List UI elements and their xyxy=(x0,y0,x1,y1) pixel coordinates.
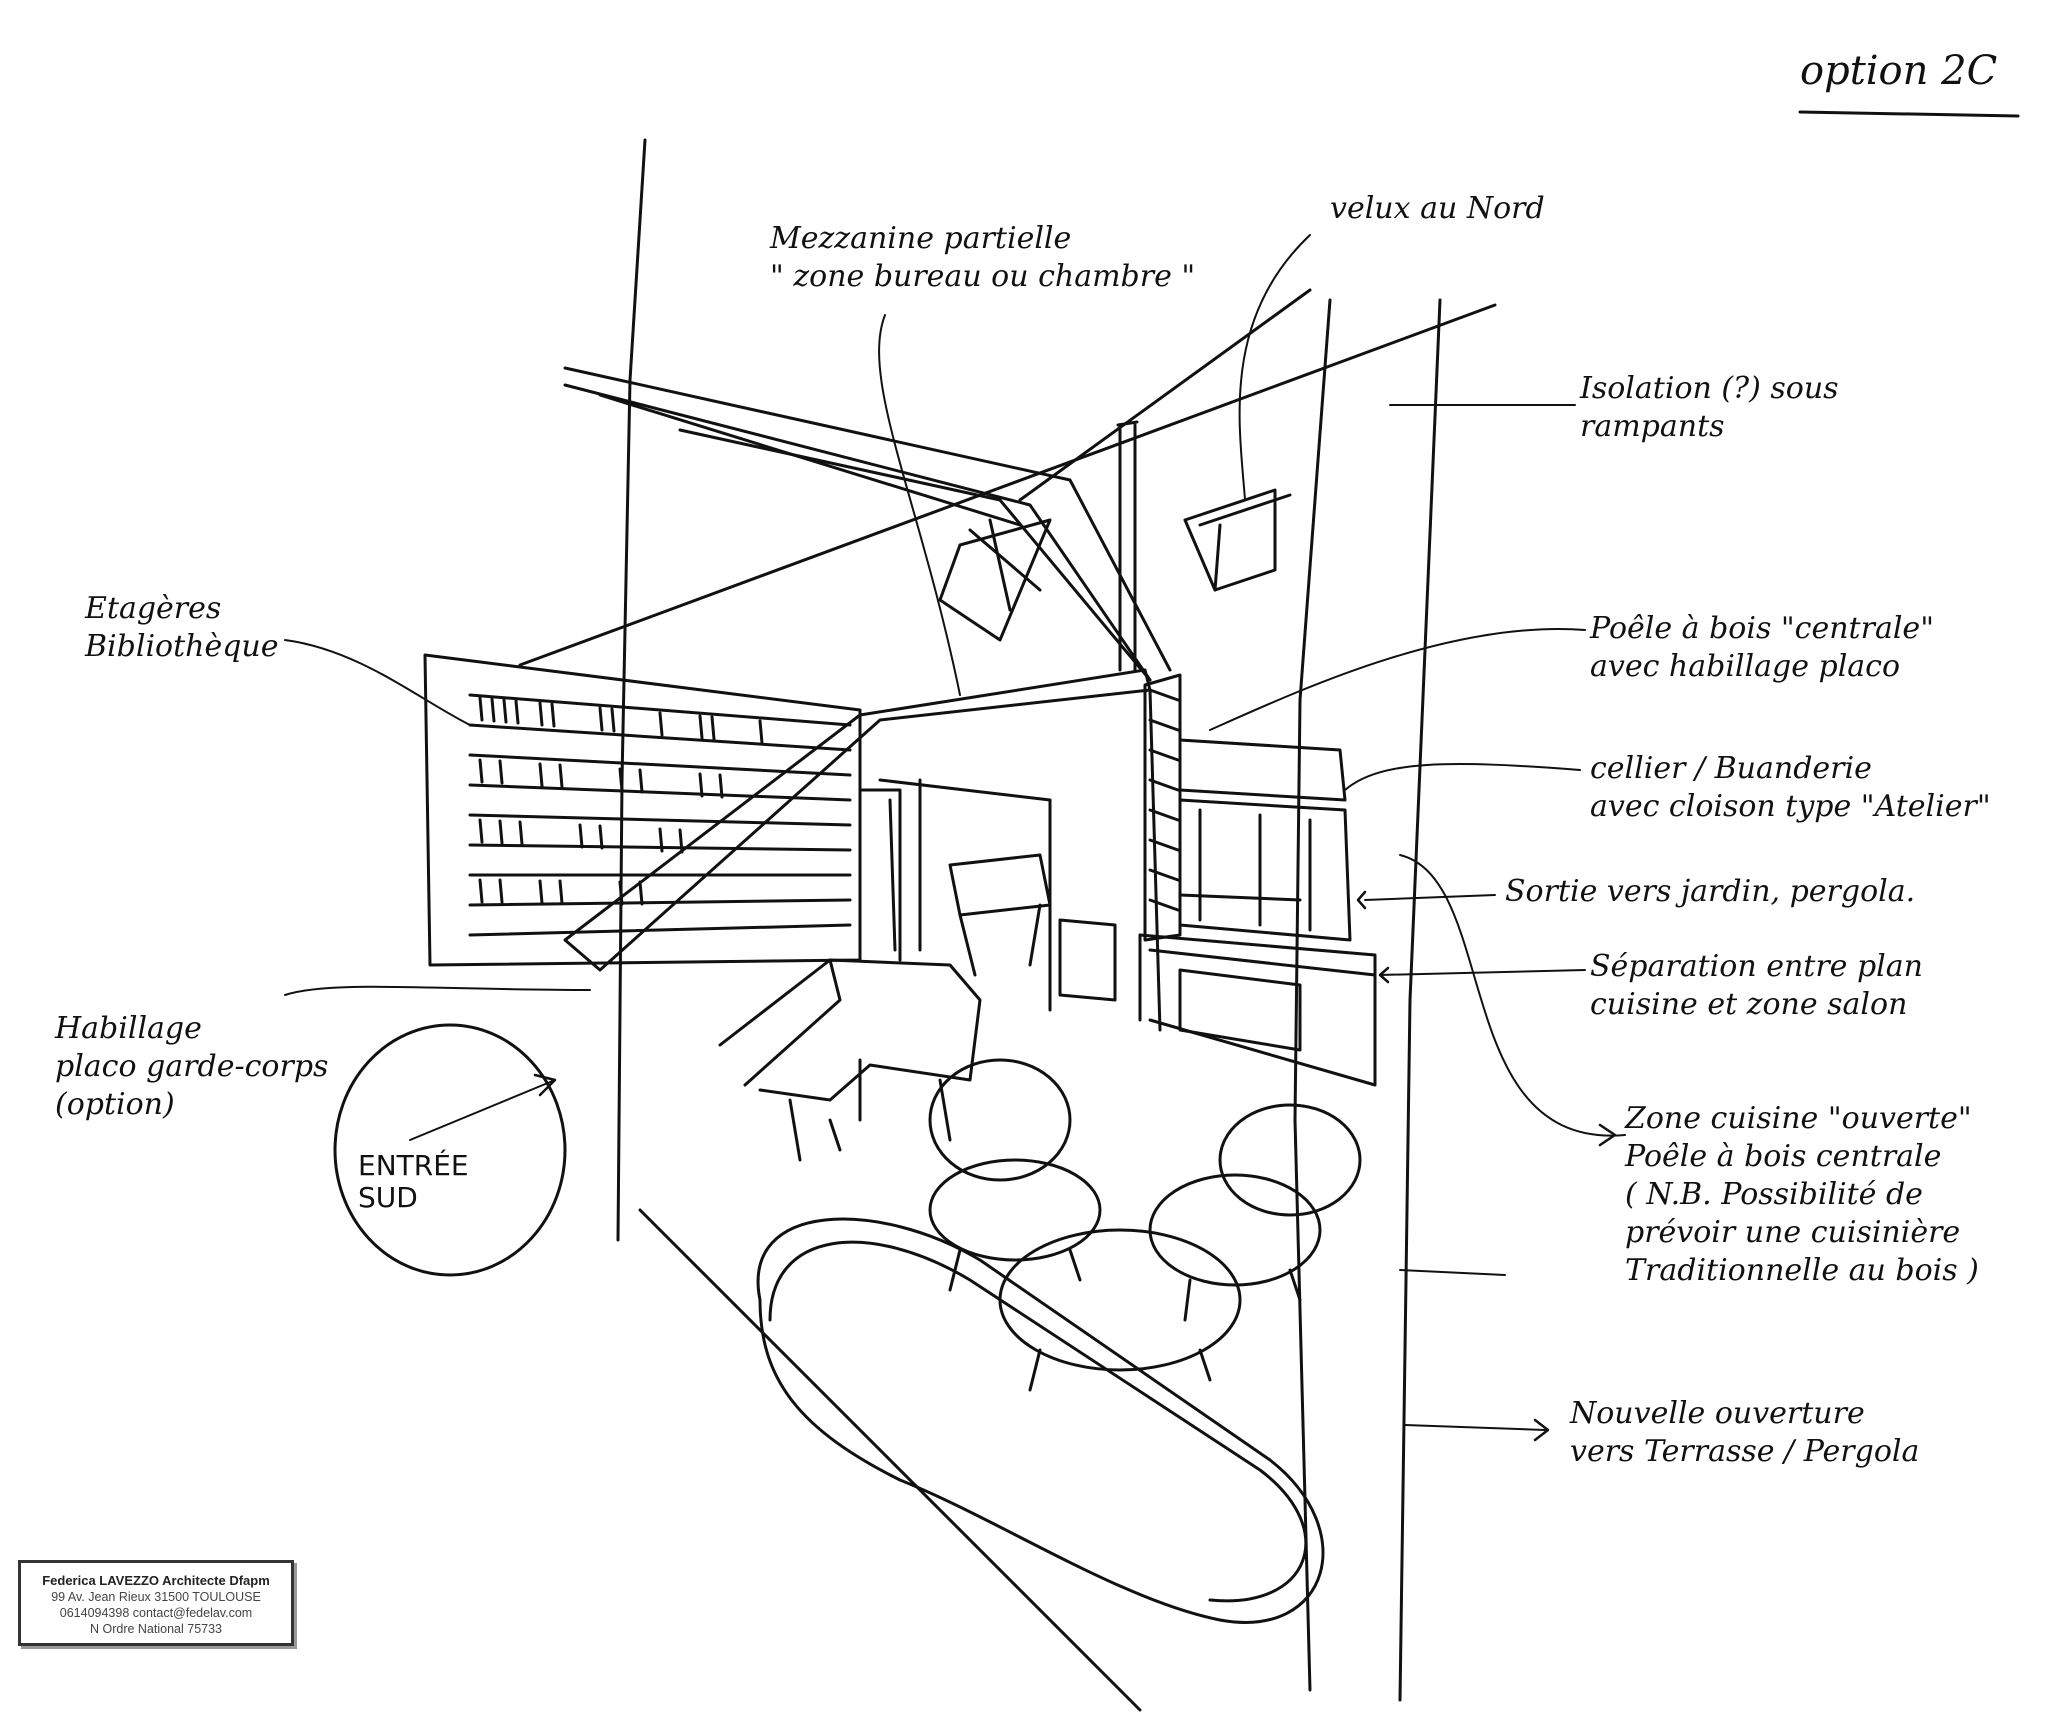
annotation-habillage: Habillage placo garde-corps (option) xyxy=(55,1011,329,1122)
arrow-heads xyxy=(533,890,1617,1442)
roof-beams xyxy=(518,288,1497,682)
chimney xyxy=(1116,420,1139,672)
stamp-name: Federica LAVEZZO Architecte Dfapm xyxy=(42,1573,270,1588)
floor-line-right xyxy=(1293,298,1332,1692)
sheet-title: option 2C xyxy=(1800,48,1998,94)
floor-line-left xyxy=(638,1208,1142,1712)
annotation-cellier: cellier / Buanderie avec cloison type "A… xyxy=(1590,751,1991,824)
leader-lines xyxy=(284,234,1626,1431)
architect-stamp: Federica LAVEZZO Architecte Dfapm 99 Av.… xyxy=(18,1560,294,1646)
entrance-circle xyxy=(333,1023,567,1277)
annotation-mezzanine: Mezzanine partielle " zone bureau ou cha… xyxy=(770,221,1196,294)
annotation-etageres: Etagères Bibliothèque xyxy=(85,591,279,664)
right-wall-line xyxy=(1398,298,1442,1702)
left-wall-line xyxy=(616,138,647,1242)
annotation-velux: velux au Nord xyxy=(1330,191,1545,226)
kitchen-counter xyxy=(1138,738,1377,1087)
annotation-sortie: Sortie vers jardin, pergola. xyxy=(1505,874,1916,909)
annotation-zone-cuisine: Zone cuisine "ouverte" Poêle à bois cent… xyxy=(1625,1101,1979,1288)
mezzanine xyxy=(563,668,1162,1032)
annotation-separation: Séparation entre plan cuisine et zone sa… xyxy=(1590,949,1923,1022)
annotation-poele: Poêle à bois "centrale" avec habillage p… xyxy=(1590,611,1934,684)
stamp-address: 99 Av. Jean Rieux 31500 TOULOUSE xyxy=(51,1590,261,1604)
annotation-isolation: Isolation (?) sous rampants xyxy=(1580,371,1839,444)
title-underline xyxy=(1798,110,2020,118)
dining-chair xyxy=(948,853,1052,977)
wood-stove-block xyxy=(1058,673,1182,1002)
rug-outline xyxy=(756,1217,1325,1624)
annotation-entree: ENTRÉE SUD xyxy=(358,1149,469,1214)
bookshelf xyxy=(423,653,862,967)
stamp-contact: 0614094398 contact@fedelav.com xyxy=(59,1606,253,1620)
railing xyxy=(718,958,982,1162)
stamp-order: N Ordre National 75733 xyxy=(89,1622,223,1636)
velux-skylight xyxy=(1183,488,1292,592)
annotation-nouvelle-ouverture: Nouvelle ouverture vers Terrasse / Pergo… xyxy=(1570,1396,1920,1469)
